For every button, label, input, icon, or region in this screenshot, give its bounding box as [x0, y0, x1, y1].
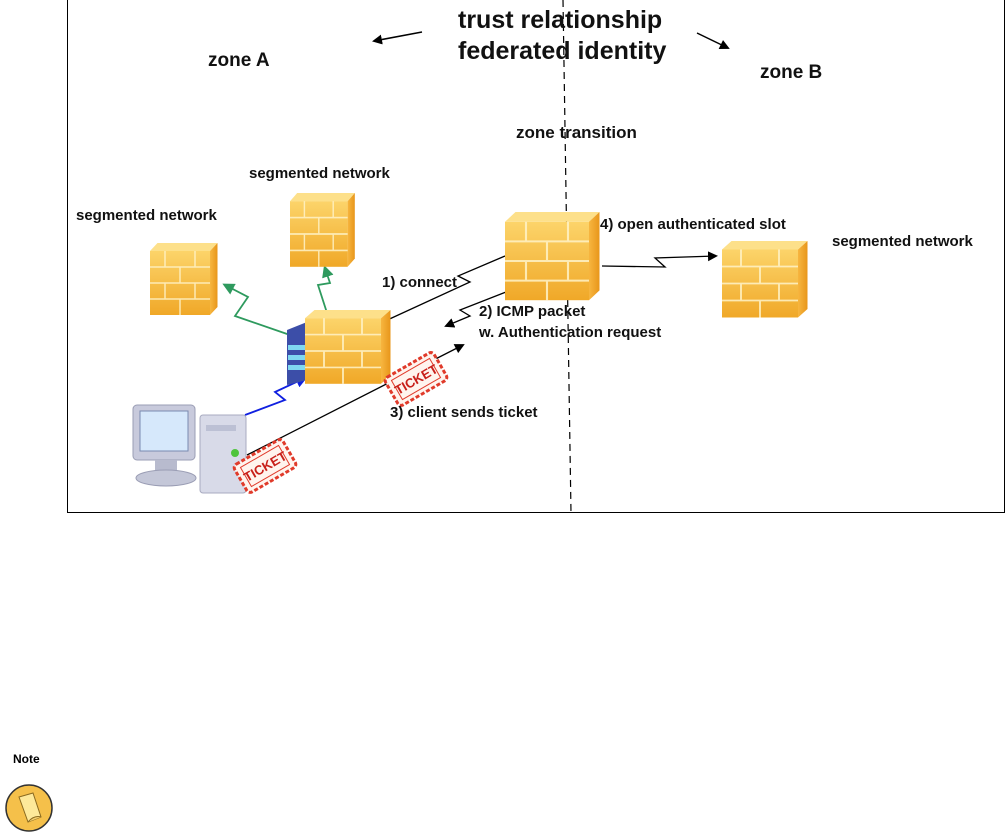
diagram-frame	[67, 0, 1005, 513]
step-4-label: 4) open authenticated slot	[600, 216, 786, 233]
step-2-label-line1: 2) ICMP packet	[479, 303, 586, 320]
segmented-network-left-label: segmented network	[76, 207, 217, 224]
link-client-gateway	[244, 376, 308, 416]
diagram-title-line1: trust relationship	[458, 6, 663, 34]
firewall-segment-left	[149, 242, 219, 316]
step-3-label: 3) client sends ticket	[390, 404, 538, 421]
firewall-gateway	[304, 309, 392, 385]
client-computer-icon	[132, 404, 247, 494]
link-to-segment-left	[222, 283, 291, 336]
link-to-segment-top	[316, 265, 334, 317]
step-2-label-line2: w. Authentication request	[479, 324, 662, 341]
segmented-network-top-label: segmented network	[249, 165, 390, 182]
link-icmp-auth-request	[444, 291, 507, 328]
zone-transition-label: zone transition	[516, 123, 637, 142]
zone-b-label: zone B	[760, 62, 823, 83]
network-diagram: TICKET TICKET	[132, 0, 809, 514]
ticket-icon-in-transit: TICKET	[382, 349, 450, 409]
link-open-authenticated-slot	[601, 251, 718, 268]
firewall-segment-top	[289, 192, 356, 268]
zone-a-label: zone A	[208, 50, 270, 71]
note-label: Note	[13, 752, 40, 766]
step-1-label: 1) connect	[382, 274, 458, 291]
arrow-to-zone-a	[372, 31, 423, 45]
firewall-zone-transition	[503, 210, 601, 302]
firewall-segment-right	[721, 240, 809, 319]
gateway-server-icon	[287, 322, 307, 385]
link-connect	[382, 255, 506, 323]
note-pad-icon	[5, 784, 53, 832]
arrow-to-zone-b	[696, 32, 730, 50]
segmented-network-right-label: segmented network	[832, 233, 973, 250]
diagram-title-line2: federated identity	[458, 37, 667, 65]
